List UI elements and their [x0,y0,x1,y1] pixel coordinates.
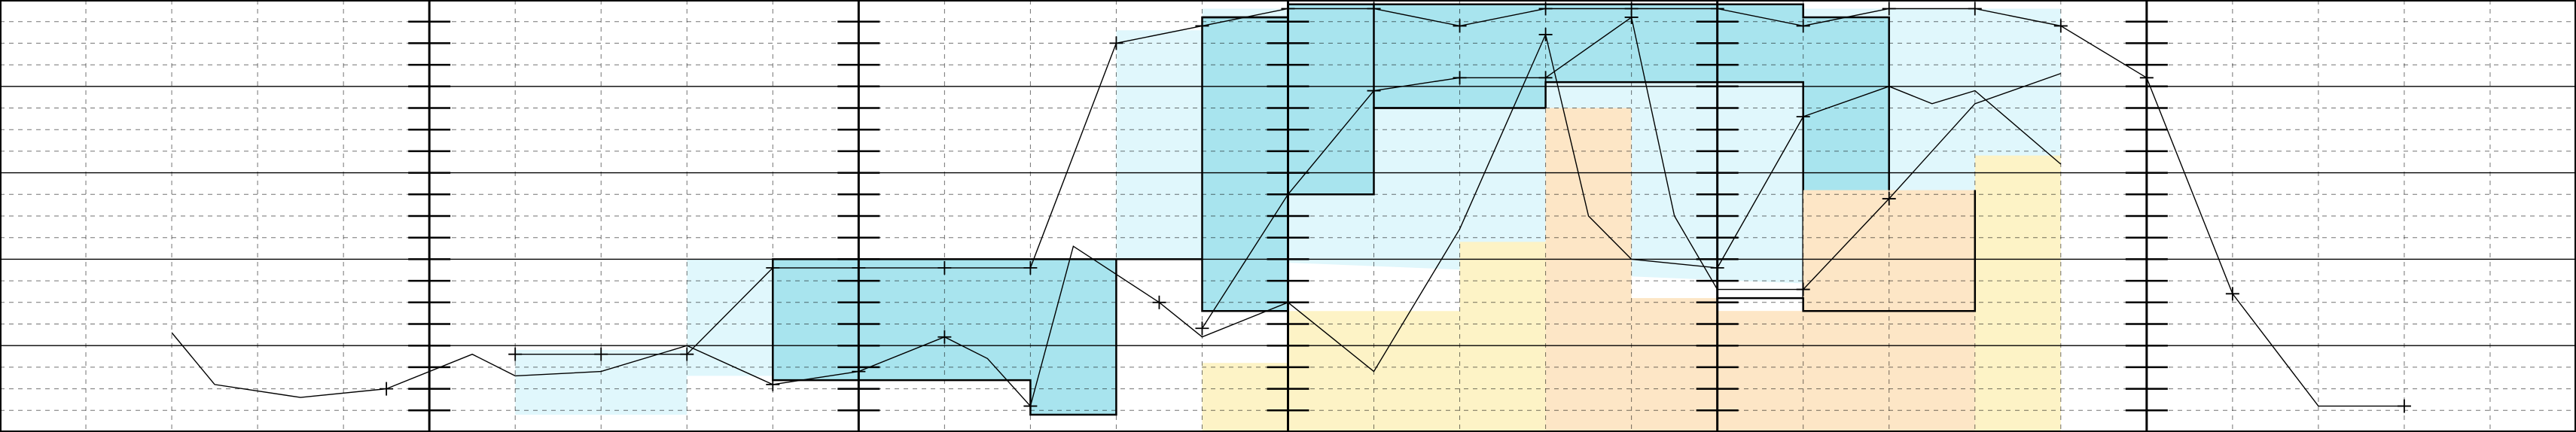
series-2-marker [1152,295,1166,309]
series-1-marker [680,347,694,361]
series-3-marker [1195,321,1209,336]
area-outline-1 [1202,3,1460,109]
series-1-marker [1195,19,1209,33]
separator-ticks-layer [408,20,2168,412]
series-1-marker [1109,36,1123,50]
series-1-marker [1023,260,1038,275]
series-1-marker [2053,19,2068,33]
series-2-marker [766,377,780,391]
series-3-marker [1367,84,1381,98]
series-1-marker [2397,399,2411,413]
area-outline-2 [1717,190,1977,312]
series-1-marker [1968,2,1982,16]
series-1-marker [1538,2,1553,16]
series-3-marker [1453,71,1467,85]
series-1-marker [1453,19,1467,33]
series-3-marker [1538,71,1553,85]
area-band-4 [1545,108,1975,432]
series-1-marker [594,347,608,361]
series-3-marker [1796,282,1810,297]
series-3-marker [1882,192,1896,206]
series-1-marker [2139,71,2154,85]
series-markers-layer [380,2,2411,413]
series-1-marker [937,260,952,275]
series-1-marker [1367,2,1381,16]
series-1-marker [1882,2,1896,16]
series-2-marker [1538,27,1553,41]
series-3-marker [1624,10,1639,24]
series-1-marker [852,260,866,275]
series-2-marker [380,382,394,396]
series-line-2 [171,32,2062,408]
area-outlines-layer [1202,3,1977,312]
series-line-3 [1201,16,2062,329]
series-2-marker [937,330,952,344]
series-1-marker [1281,2,1295,16]
series-2-marker [1023,399,1038,413]
series-1-marker [1796,19,1810,33]
series-1-marker [1710,2,1724,16]
series-1-marker [2225,287,2239,301]
series-1-marker [508,347,523,361]
series-2-marker [1710,260,1724,275]
series-2-marker [1796,109,1810,123]
series-1-marker [766,260,780,275]
